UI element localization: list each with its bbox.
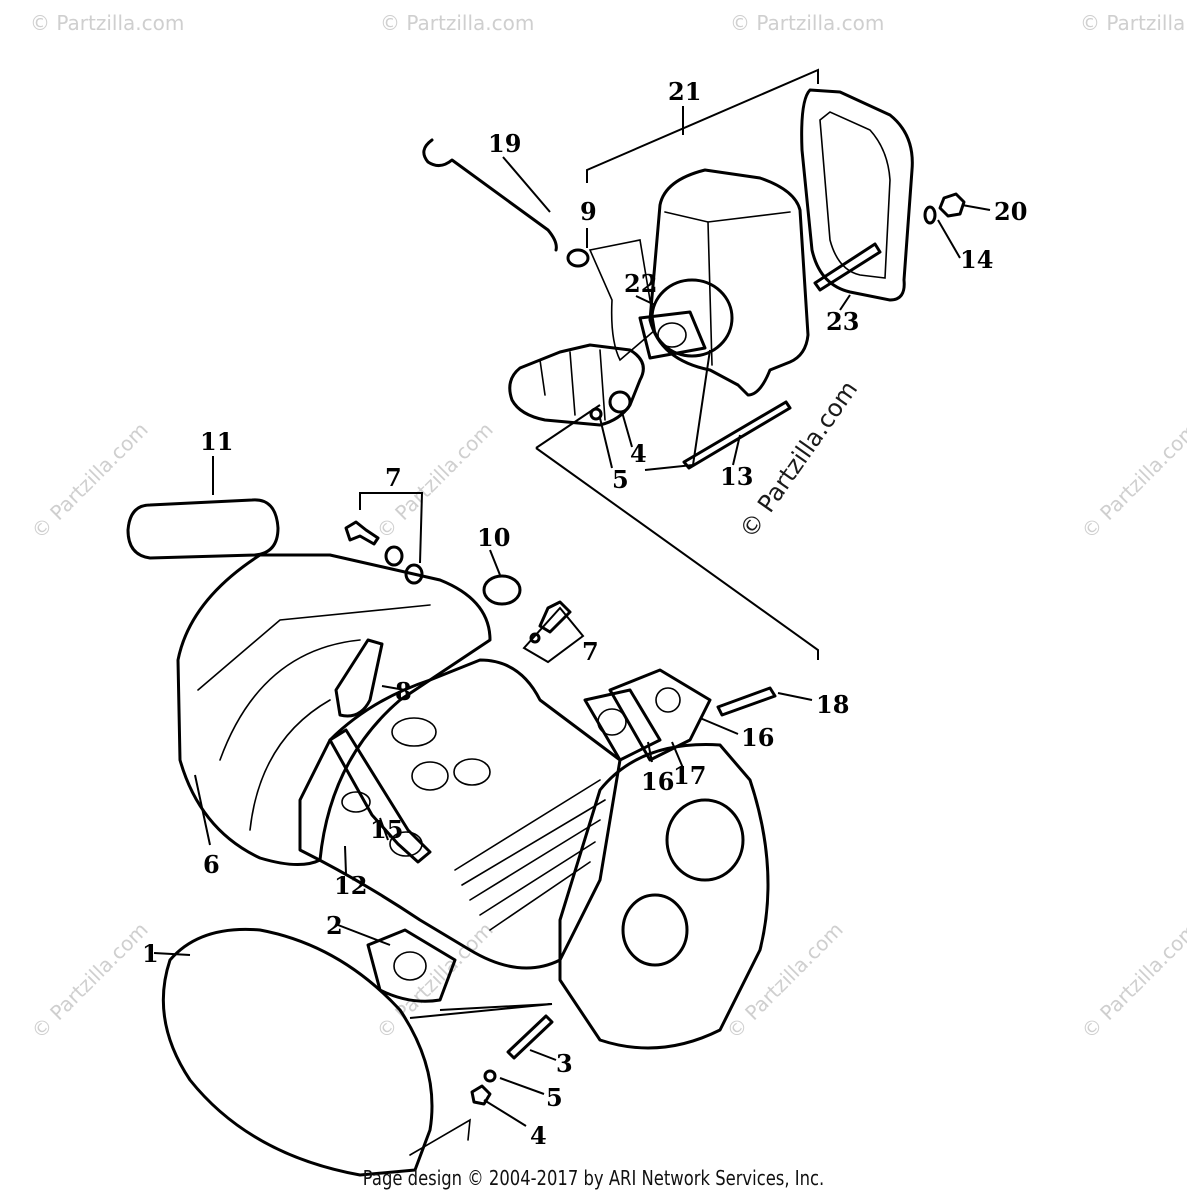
head-hole bbox=[341, 791, 371, 813]
watermark-faint: © Partzilla.com bbox=[30, 11, 184, 35]
port-hole bbox=[655, 687, 681, 713]
bracket-arm bbox=[588, 239, 656, 362]
leader-lines bbox=[153, 106, 991, 1127]
carburetor-detail bbox=[539, 349, 606, 421]
bracket-7 bbox=[359, 492, 424, 564]
head-hole bbox=[453, 758, 491, 786]
callout-2[interactable]: 2 bbox=[326, 911, 343, 940]
crankcase[interactable] bbox=[558, 743, 770, 1050]
part-7-washer[interactable] bbox=[529, 632, 541, 644]
watermark-faint: © Partzilla.com bbox=[1077, 417, 1187, 543]
part-7-lockwasher[interactable] bbox=[404, 563, 424, 585]
gasket-hole bbox=[657, 322, 687, 348]
muffler-outlet bbox=[409, 1118, 471, 1156]
part-11-decal[interactable] bbox=[126, 498, 280, 560]
part-5-washer[interactable] bbox=[483, 1069, 497, 1083]
part-1-muffler[interactable] bbox=[161, 927, 434, 1177]
crankcase-bearing bbox=[621, 893, 689, 967]
cooling-fins bbox=[454, 779, 606, 931]
callout-12[interactable]: 12 bbox=[334, 871, 367, 900]
part-3-stud[interactable] bbox=[506, 1014, 554, 1060]
callout-7[interactable]: 7 bbox=[582, 637, 599, 666]
watermark-faint: © Partzilla.com bbox=[1080, 11, 1187, 35]
part-19-choke-cable[interactable] bbox=[422, 138, 558, 252]
watermark-faint: © Partzilla.com bbox=[27, 417, 153, 543]
link-line bbox=[535, 447, 819, 660]
callout-15[interactable]: 15 bbox=[370, 815, 403, 844]
watermark-faint: © Partzilla.com bbox=[1077, 917, 1187, 1043]
callout-3[interactable]: 3 bbox=[556, 1049, 573, 1078]
part-18-stud[interactable] bbox=[716, 686, 777, 717]
part-4-nut[interactable] bbox=[470, 1084, 492, 1106]
callout-21[interactable]: 21 bbox=[668, 77, 701, 106]
callout-18[interactable]: 18 bbox=[816, 690, 849, 719]
callout-16[interactable]: 16 bbox=[741, 723, 774, 752]
part-23-filter-cover[interactable] bbox=[800, 88, 914, 302]
head-hole bbox=[411, 761, 449, 791]
head-hole bbox=[391, 717, 437, 747]
link-line bbox=[644, 349, 711, 471]
part-7-washer[interactable] bbox=[384, 545, 404, 567]
callout-22[interactable]: 22 bbox=[624, 269, 657, 298]
part-12-cylinder-head[interactable] bbox=[298, 658, 622, 970]
callout-10[interactable]: 10 bbox=[477, 523, 510, 552]
callout-23[interactable]: 23 bbox=[826, 307, 859, 336]
part-8-plug-cap[interactable] bbox=[334, 638, 384, 718]
callout-11[interactable]: 11 bbox=[200, 427, 233, 456]
part-4-nut[interactable] bbox=[608, 390, 632, 414]
part-15-spark-plug[interactable] bbox=[328, 728, 432, 864]
callout-17[interactable]: 17 bbox=[673, 761, 706, 790]
part-5-washer[interactable] bbox=[589, 407, 603, 421]
crankcase-bearing bbox=[665, 798, 745, 882]
callout-14[interactable]: 14 bbox=[960, 245, 993, 274]
callout-1[interactable]: 1 bbox=[142, 939, 159, 968]
callout-20[interactable]: 20 bbox=[994, 197, 1027, 226]
callout-4[interactable]: 4 bbox=[630, 439, 647, 468]
callout-6[interactable]: 6 bbox=[203, 850, 220, 879]
part-6-fan-housing[interactable] bbox=[176, 553, 492, 866]
watermark-main: © Partzilla.com bbox=[734, 376, 863, 544]
part-7-bolt[interactable] bbox=[538, 600, 572, 634]
filter-cover-inner bbox=[819, 111, 891, 279]
part-14-washer[interactable] bbox=[923, 205, 937, 225]
callout-8[interactable]: 8 bbox=[395, 677, 412, 706]
watermark-faint: © Partzilla.com bbox=[27, 917, 153, 1043]
callout-13[interactable]: 13 bbox=[720, 462, 753, 491]
part-20-nut[interactable] bbox=[938, 192, 966, 218]
leader-7 bbox=[522, 606, 585, 664]
callout-19[interactable]: 19 bbox=[488, 129, 521, 158]
watermark-faint: © Partzilla.com bbox=[722, 917, 848, 1043]
part-22-gasket[interactable] bbox=[638, 310, 707, 360]
port-hole bbox=[597, 708, 627, 736]
callout-7[interactable]: 7 bbox=[385, 463, 402, 492]
watermark-faint: © Partzilla.com bbox=[730, 11, 884, 35]
callout-4[interactable]: 4 bbox=[530, 1121, 547, 1150]
part-21-air-silencer[interactable] bbox=[648, 168, 810, 397]
part-23-rod[interactable] bbox=[813, 242, 882, 292]
part-17-manifold[interactable] bbox=[608, 668, 712, 762]
bracket-21 bbox=[586, 68, 819, 183]
silencer-edge bbox=[664, 211, 791, 223]
part-9-grommet[interactable] bbox=[566, 248, 590, 268]
copyright-footer: Page design © 2004-2017 by ARI Network S… bbox=[362, 1166, 825, 1190]
part-7-bolt[interactable] bbox=[344, 520, 380, 546]
flange-hole bbox=[393, 951, 427, 981]
silencer-edge bbox=[707, 221, 713, 366]
callout-5[interactable]: 5 bbox=[612, 465, 629, 494]
watermark-faint: © Partzilla.com bbox=[380, 11, 534, 35]
part-16-gasket[interactable] bbox=[583, 688, 662, 762]
faint-watermarks: © Partzilla.com © Partzilla.com © Partzi… bbox=[27, 11, 1187, 1044]
housing-detail bbox=[197, 604, 431, 831]
callout-5[interactable]: 5 bbox=[546, 1083, 563, 1112]
callout-9[interactable]: 9 bbox=[580, 197, 597, 226]
callout-16[interactable]: 16 bbox=[641, 767, 674, 796]
part-10-ring[interactable] bbox=[482, 574, 522, 606]
link-line bbox=[409, 1003, 553, 1019]
link-line bbox=[535, 404, 601, 449]
callouts: 1 2 3 4 4 5 5 6 7 7 8 9 10 11 12 13 14 1… bbox=[142, 77, 1027, 1150]
